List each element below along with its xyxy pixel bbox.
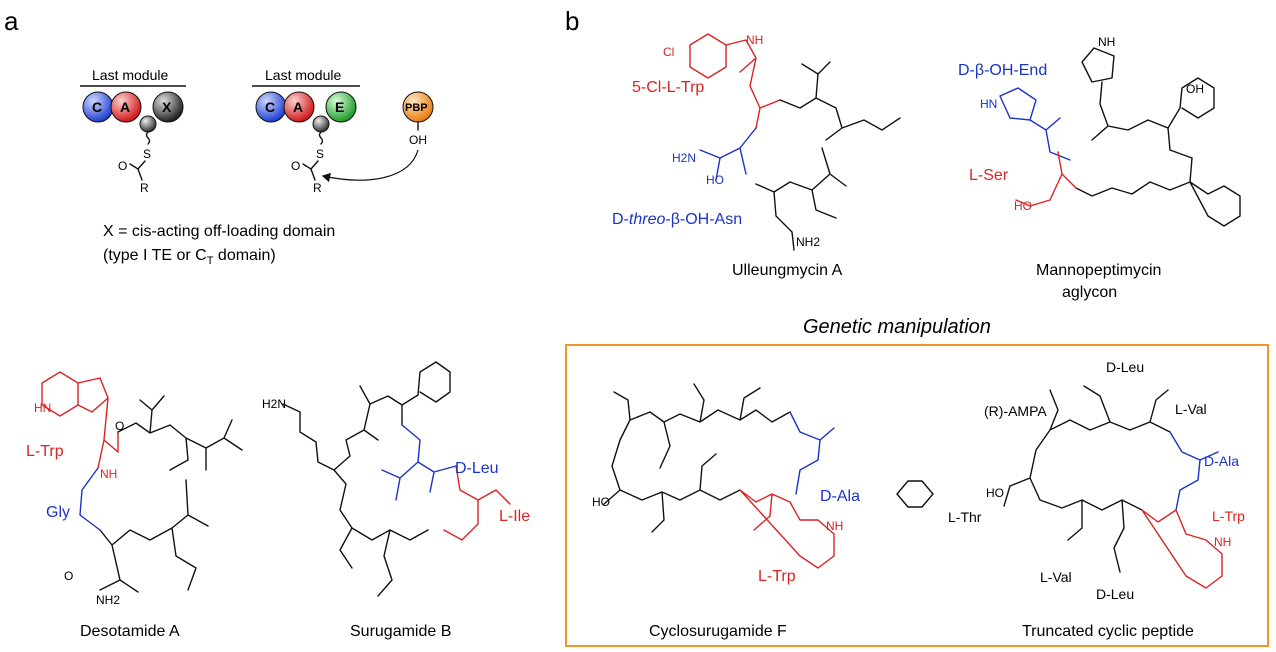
sulfur-right: S (316, 147, 324, 161)
tr-res-trp: L-Trp (1212, 508, 1245, 524)
ull-res-asn: D-threo-β-OH-Asn (612, 211, 742, 228)
des-res-gly: Gly (46, 504, 70, 521)
ull-atom-nh2: NH2 (796, 235, 820, 249)
carrier-left (139, 115, 157, 133)
des-atom-nh2: NH2 (96, 593, 120, 607)
cyc-atom-ho: HO (592, 495, 610, 509)
r-right: R (313, 181, 322, 195)
sur-atom-h2n: H2N (262, 397, 286, 411)
domain-x-left (152, 91, 184, 123)
ull-atom-ho: HO (706, 173, 724, 187)
des-atom-nh: NH (100, 467, 117, 481)
panel-letter-a: a (4, 6, 19, 36)
domain-pbp-label: PBP (405, 102, 428, 114)
domain-a-right (283, 91, 315, 123)
domain-c-right-label: C (265, 99, 275, 115)
module-right-header: Last module (265, 67, 341, 83)
module-left-header: Last module (92, 67, 168, 83)
label-mannopeptimycin-1: Mannopeptimycin (1036, 262, 1161, 279)
tr-atom-ho: HO (986, 486, 1004, 500)
caption-line-2: (type I TE or CT domain) (103, 247, 276, 267)
pbp-hydroxyl: OH (409, 133, 427, 147)
domain-c-left-label: C (92, 99, 102, 115)
man-atom-hn: HN (980, 97, 997, 111)
domain-a-left (110, 91, 142, 123)
label-desotamide-a: Desotamide A (80, 623, 180, 640)
des-atom-hn: HN (34, 401, 51, 415)
attack-arrow (321, 149, 419, 183)
des-res-trp: L-Trp (26, 443, 64, 460)
tr-res-thr: L-Thr (948, 509, 982, 525)
man-atom-oh: OH (1186, 82, 1204, 96)
tr-res-leu2: D-Leu (1096, 586, 1134, 602)
domain-x-left-label: X (162, 99, 172, 115)
structure-truncated-peptide: HO NH D-Leu L-Val (R)-AMPA D-Ala L-Thr L… (948, 359, 1245, 640)
domain-a-left-label: A (120, 99, 130, 115)
cyc-res-trp: L-Trp (758, 568, 796, 585)
oxygen-left: O (118, 159, 127, 173)
structure-cyclosurugamide-f: HO NH D-Ala L-Trp Cyclosurugamide F (592, 383, 860, 640)
conversion-arrow (896, 480, 934, 508)
ull-atom-h2n: H2N (672, 151, 696, 165)
label-ulleungmycin-a: Ulleungmycin A (732, 262, 843, 279)
tr-res-val2: L-Val (1040, 569, 1072, 585)
tr-atom-nh: NH (1214, 535, 1231, 549)
label-truncated-cyclic-peptide: Truncated cyclic peptide (1022, 623, 1194, 640)
caption-line-1: X = cis-acting off-loading domain (103, 223, 335, 240)
sulfur-left: S (143, 147, 151, 161)
structure-surugamide-b: H2N D-Leu L-Ile Surugamide B (262, 361, 530, 640)
tr-res-leu1: D-Leu (1106, 359, 1144, 375)
sur-res-leu: D-Leu (455, 460, 499, 477)
ull-res-trp: 5-Cl-L-Trp (632, 79, 704, 96)
tr-res-ala: D-Ala (1204, 453, 1239, 469)
domain-e-right-label: E (335, 99, 344, 115)
cyc-res-ala: D-Ala (820, 488, 860, 505)
label-mannopeptimycin-2: aglycon (1062, 284, 1117, 301)
ull-atom-nh: NH (746, 33, 763, 47)
des-atom-o2: O (64, 569, 73, 583)
label-cyclosurugamide-f: Cyclosurugamide F (649, 623, 787, 640)
man-atom-nh: NH (1098, 35, 1115, 49)
cyc-atom-nh: NH (826, 519, 843, 533)
label-surugamide-b: Surugamide B (350, 623, 451, 640)
module-left: Last module C A X S O R (80, 67, 186, 195)
man-res-end: D-β-OH-End (958, 62, 1047, 79)
des-atom-o1: O (115, 419, 124, 433)
tr-res-val1: L-Val (1175, 401, 1207, 417)
sur-res-ile: L-Ile (499, 508, 530, 525)
man-atom-ho: HO (1014, 199, 1032, 213)
carrier-right (312, 115, 330, 133)
domain-a-right-label: A (293, 99, 303, 115)
ull-atom-cl: Cl (663, 45, 674, 59)
domain-e-right (325, 91, 357, 123)
structure-mannopeptimycin: NH OH HN HO D-β-OH-End L-Ser Mannopeptim… (958, 35, 1241, 301)
genetic-manipulation-frame (565, 344, 1269, 647)
module-right: Last module C A E S O R PBP OH (252, 67, 434, 195)
genetic-manipulation-title: Genetic manipulation (803, 316, 991, 338)
oxygen-right: O (291, 159, 300, 173)
structure-ulleungmycin-a: Cl NH H2N HO NH2 5-Cl-L-Trp D-threo-β-OH… (612, 33, 901, 279)
panel-letter-b: b (565, 6, 579, 36)
structure-desotamide-a: HN NH O NH2 O L-Trp Gly Desotamide A (26, 371, 243, 640)
man-res-ser: L-Ser (969, 167, 1009, 184)
r-left: R (140, 181, 149, 195)
tr-res-ampa: (R)-AMPA (984, 403, 1047, 419)
